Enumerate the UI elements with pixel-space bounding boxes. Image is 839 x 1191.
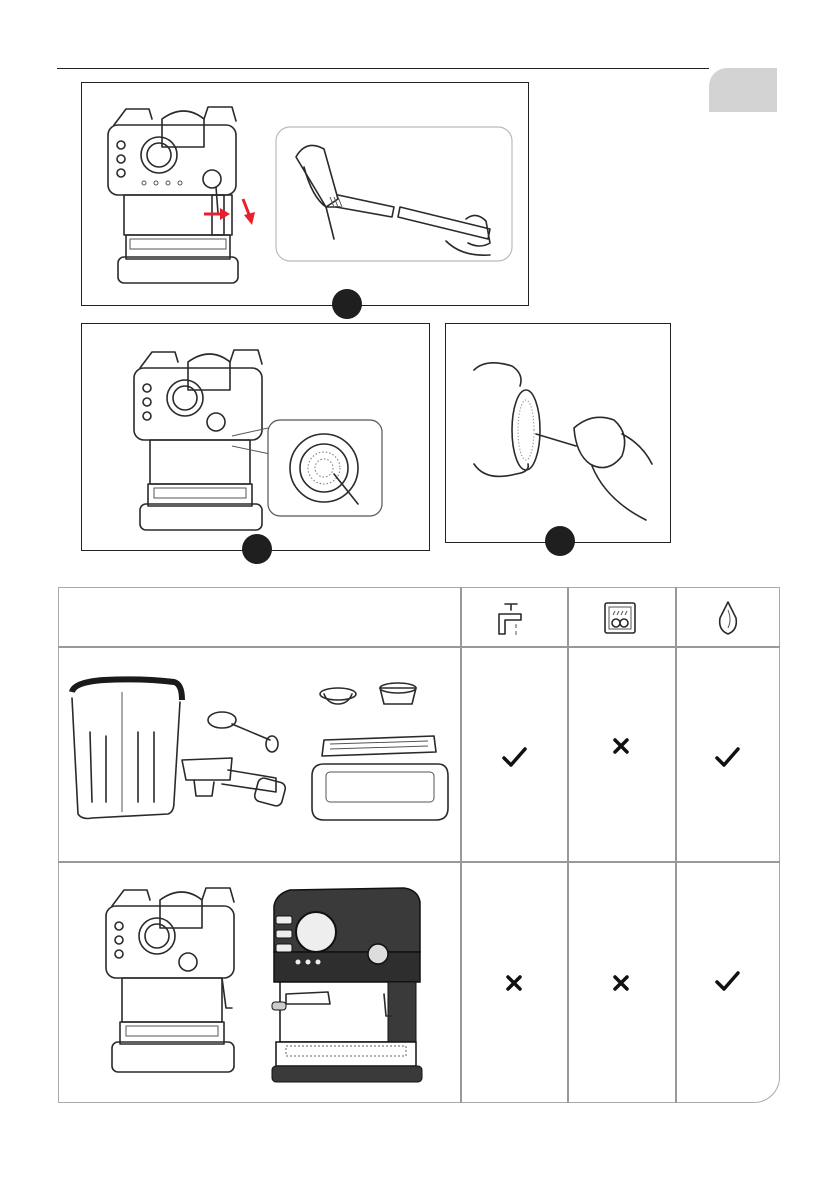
main-unit-illustration [62,866,458,1098]
soft-cloth-icon [716,600,742,638]
table-col-divider-2 [567,587,569,1103]
row1-cloth-check-icon [713,744,743,774]
tap-water-icon [497,600,531,640]
table-header-divider [58,646,780,648]
machine-illustration [82,83,528,305]
header-rule [57,68,709,69]
row2-tap-cross-icon [502,971,532,1001]
language-tab [709,68,777,112]
table-col-divider-1 [460,587,462,1103]
dishwasher-icon [603,601,637,637]
step-panel-steam-wand [81,82,529,306]
row1-tap-check-icon [500,744,530,774]
row2-dishwasher-cross-icon [609,971,639,1001]
step-panel-shower-head [81,323,430,551]
step-panel-filter-pin [445,323,671,543]
step-badge-3 [545,526,575,556]
removable-parts-illustration [62,652,458,856]
machine-shower-head-illustration [82,324,429,550]
step-badge-2 [242,534,272,564]
table-col-divider-3 [675,587,677,1103]
filter-pin-illustration [446,324,670,542]
step-badge-1 [332,289,362,319]
row1-dishwasher-cross-icon [609,734,639,764]
table-row-divider [58,861,780,863]
row2-cloth-check-icon [713,968,743,998]
